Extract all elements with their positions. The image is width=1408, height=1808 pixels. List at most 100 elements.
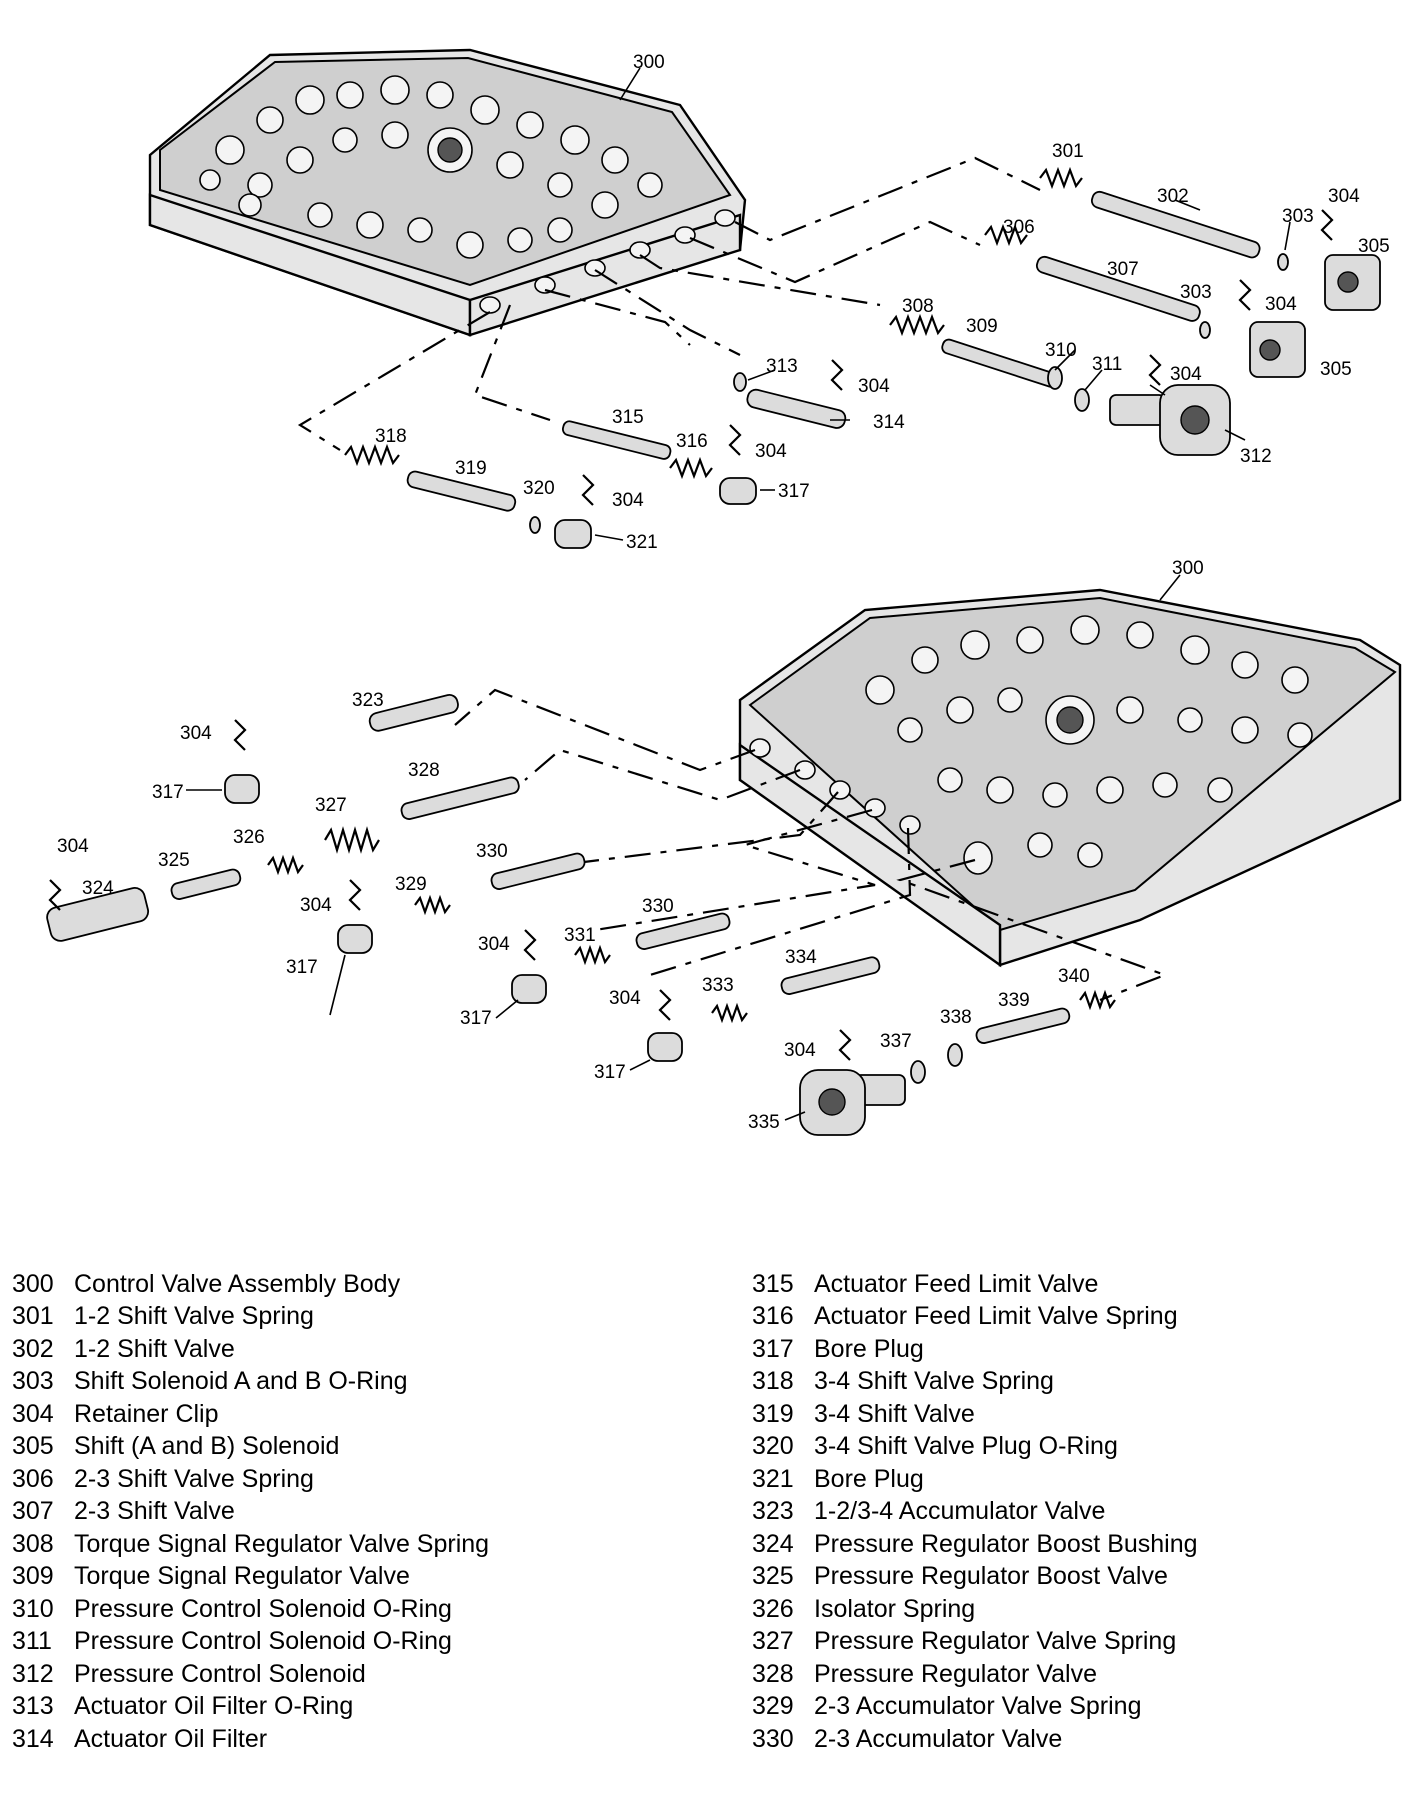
legend-number: 312 xyxy=(12,1659,54,1688)
callout-301: 301 xyxy=(1052,141,1084,162)
callout-304-a: 304 xyxy=(1328,186,1360,207)
callout-334: 334 xyxy=(785,947,817,968)
legend-number: 330 xyxy=(752,1724,794,1753)
callout-317-d: 317 xyxy=(460,1008,492,1029)
legend-text: Pressure Regulator Boost Bushing xyxy=(814,1529,1198,1558)
callout-316: 316 xyxy=(676,431,708,452)
leader-lines xyxy=(186,67,1291,1121)
callout-305-a: 305 xyxy=(1358,236,1390,257)
callout-numbers: 300 301 302 303 304 305 306 307 303 304 … xyxy=(57,52,1390,1133)
legend-text: 2-3 Shift Valve Spring xyxy=(74,1464,314,1493)
legend-number: 308 xyxy=(12,1529,54,1558)
legend-item: 330 2-3 Accumulator Valve xyxy=(752,1723,1198,1756)
legend-text: Pressure Control Solenoid O-Ring xyxy=(74,1594,452,1623)
legend-item: 324 Pressure Regulator Boost Bushing xyxy=(752,1528,1198,1561)
callout-300-top: 300 xyxy=(633,52,665,73)
legend-number: 301 xyxy=(12,1302,54,1331)
legend-text: Isolator Spring xyxy=(814,1594,976,1623)
callout-331: 331 xyxy=(564,925,596,946)
valve-body-top xyxy=(148,48,747,337)
callout-318: 318 xyxy=(375,426,407,447)
legend-text: 2-3 Accumulator Valve Spring xyxy=(814,1692,1142,1721)
callout-317-c: 317 xyxy=(286,957,318,978)
callout-326: 326 xyxy=(233,827,265,848)
callout-329: 329 xyxy=(395,874,427,895)
legend-number: 303 xyxy=(12,1367,54,1396)
callout-317-a: 317 xyxy=(778,481,810,502)
legend-number: 321 xyxy=(752,1464,794,1493)
legend-text: 2-3 Accumulator Valve xyxy=(814,1724,1063,1753)
legend-number: 305 xyxy=(12,1432,54,1461)
callout-308: 308 xyxy=(902,296,934,317)
callout-312: 312 xyxy=(1240,446,1272,467)
legend-number: 314 xyxy=(12,1724,54,1753)
parts-bottom xyxy=(46,694,1116,1136)
legend-item: 312 Pressure Control Solenoid xyxy=(12,1658,489,1691)
legend-number: 324 xyxy=(752,1529,794,1558)
legend-text: 1-2 Shift Valve Spring xyxy=(74,1302,314,1331)
legend-text: Torque Signal Regulator Valve Spring xyxy=(74,1529,490,1558)
callout-304-b: 304 xyxy=(1265,294,1297,315)
callout-315: 315 xyxy=(612,407,644,428)
legend-number: 328 xyxy=(752,1659,794,1688)
legend-item: 314 Actuator Oil Filter xyxy=(12,1723,489,1756)
legend-number: 327 xyxy=(752,1627,794,1656)
callout-313: 313 xyxy=(766,356,798,377)
legend-text: 1-2 Shift Valve xyxy=(74,1334,235,1363)
legend-number: 329 xyxy=(752,1692,794,1721)
callout-309: 309 xyxy=(966,316,998,337)
legend-item: 319 3-4 Shift Valve xyxy=(752,1398,1198,1431)
callout-317-b: 317 xyxy=(152,782,184,803)
legend-text: Pressure Control Solenoid xyxy=(74,1659,366,1688)
legend-text: 3-4 Shift Valve Spring xyxy=(814,1367,1054,1396)
callout-304-d: 304 xyxy=(858,376,890,397)
callout-304-k: 304 xyxy=(609,988,641,1009)
callout-333: 333 xyxy=(702,975,734,996)
legend-text: Control Valve Assembly Body xyxy=(74,1269,401,1298)
callout-325: 325 xyxy=(158,850,190,871)
legend-text: Shift Solenoid A and B O-Ring xyxy=(74,1367,408,1396)
legend-number: 313 xyxy=(12,1692,54,1721)
legend-number: 307 xyxy=(12,1497,54,1526)
callout-302: 302 xyxy=(1157,186,1189,207)
legend-text: Pressure Control Solenoid O-Ring xyxy=(74,1627,452,1656)
legend-text: Actuator Feed Limit Valve Spring xyxy=(814,1302,1178,1331)
legend-item: 328 Pressure Regulator Valve xyxy=(752,1658,1198,1691)
legend-text: Pressure Regulator Boost Valve xyxy=(814,1562,1168,1591)
legend-item: 310 Pressure Control Solenoid O-Ring xyxy=(12,1593,489,1626)
legend-number: 319 xyxy=(752,1399,794,1428)
legend-number: 320 xyxy=(752,1432,794,1461)
legend-number: 302 xyxy=(12,1334,54,1363)
legend-number: 310 xyxy=(12,1594,54,1623)
callout-338: 338 xyxy=(940,1007,972,1028)
legend-number: 318 xyxy=(752,1367,794,1396)
callout-319: 319 xyxy=(455,458,487,479)
valve-body-bottom xyxy=(738,588,1402,968)
legend-item: 303 Shift Solenoid A and B O-Ring xyxy=(12,1366,489,1399)
legend-text: Pressure Regulator Valve xyxy=(814,1659,1098,1688)
callout-328: 328 xyxy=(408,760,440,781)
legend-number: 325 xyxy=(752,1562,794,1591)
callout-304-f: 304 xyxy=(612,490,644,511)
callout-320: 320 xyxy=(523,478,555,499)
alignment-paths-top xyxy=(297,156,1041,451)
callout-306: 306 xyxy=(1003,217,1035,238)
callout-305-b: 305 xyxy=(1320,359,1352,380)
legend-text: 3-4 Shift Valve xyxy=(814,1399,975,1428)
callout-304-j: 304 xyxy=(478,934,510,955)
callout-307: 307 xyxy=(1107,259,1139,280)
callout-324: 324 xyxy=(82,878,114,899)
legend-text: Actuator Oil Filter xyxy=(74,1724,268,1753)
legend-item: 325 Pressure Regulator Boost Valve xyxy=(752,1561,1198,1594)
exploded-view-diagram: 300 301 302 303 304 305 306 307 303 304 … xyxy=(46,48,1402,1136)
